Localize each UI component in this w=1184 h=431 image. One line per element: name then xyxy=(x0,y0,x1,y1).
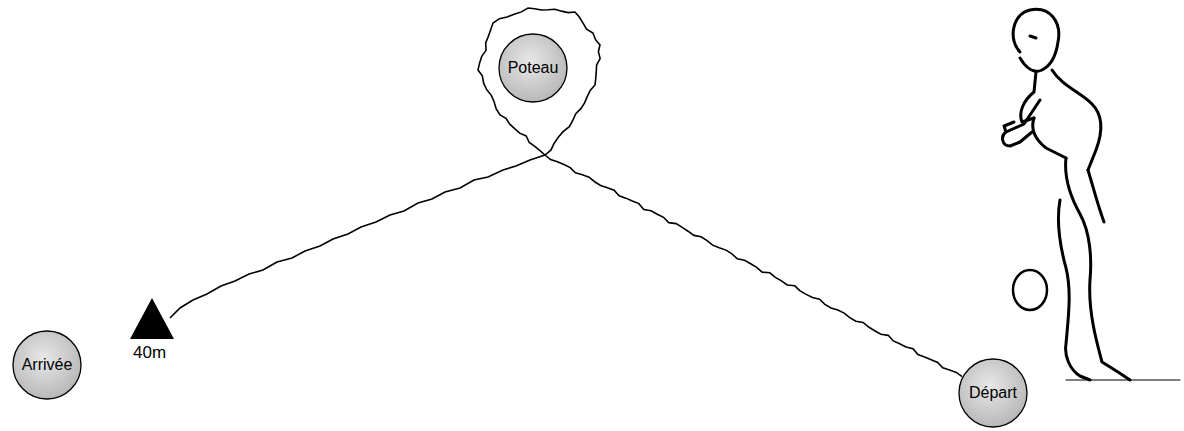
circle-node: Départ xyxy=(958,358,1028,428)
node-label: Arrivée xyxy=(22,356,73,374)
node-label: Départ xyxy=(969,384,1017,402)
distance-label: 40m xyxy=(133,343,166,363)
circle-shape xyxy=(13,331,81,399)
node-label: Poteau xyxy=(508,59,559,77)
cone-marker xyxy=(130,298,174,339)
circle-shape xyxy=(499,34,567,102)
running-path xyxy=(478,8,962,377)
circle-node: Poteau xyxy=(498,33,568,103)
return-path xyxy=(170,155,545,318)
circle-shape xyxy=(959,359,1027,427)
player-figure xyxy=(1003,9,1180,380)
circle-node: Arrivée xyxy=(12,330,82,400)
